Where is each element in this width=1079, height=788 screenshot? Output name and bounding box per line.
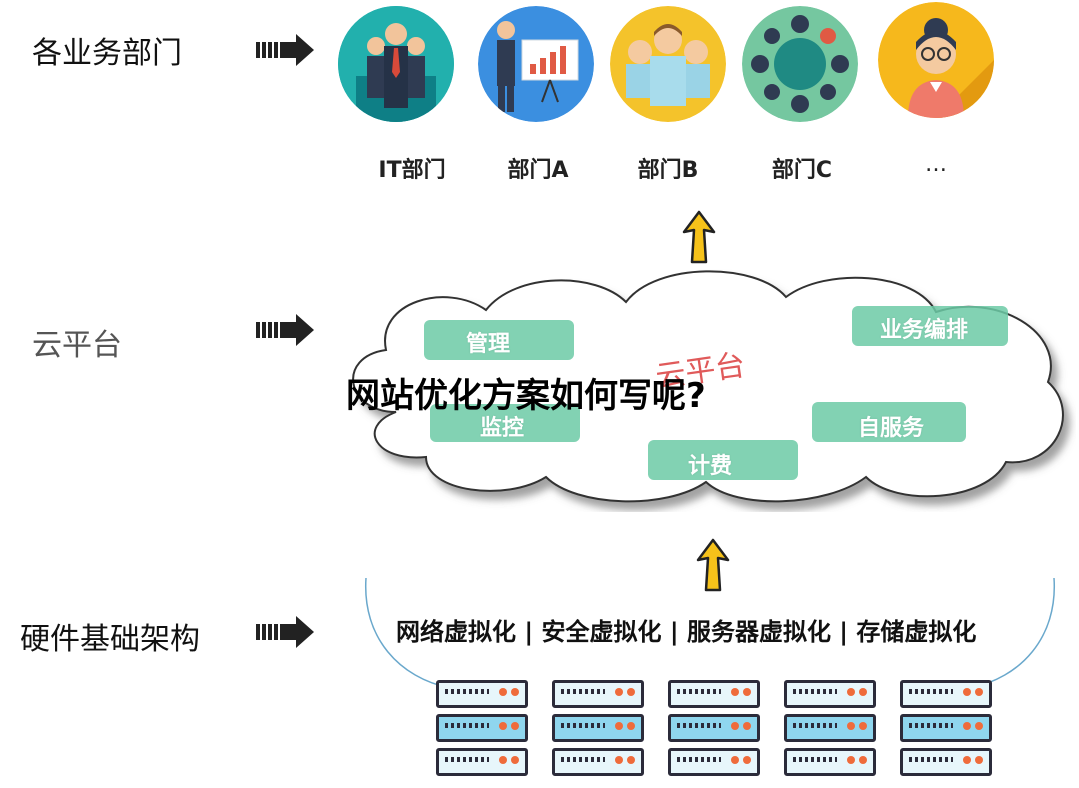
avatar-it-dept [338, 6, 454, 122]
server-rack-icon [668, 680, 760, 782]
cloud-service-monitor: 监控 [480, 416, 525, 441]
dept-label-a: 部门A [507, 158, 569, 183]
tag-highlight-manage [424, 320, 574, 360]
right-arrow-icon [256, 314, 314, 346]
avatar-dept-b [610, 6, 726, 122]
tag-highlight-orchestration [852, 306, 1008, 346]
avatar-other-dept [878, 2, 994, 118]
cloud-service-billing: 计费 [688, 454, 733, 479]
cloud-service-manage: 管理 [466, 332, 511, 357]
overlay-title: 网站优化方案如何写呢? [346, 376, 706, 416]
server-rack-icon [552, 680, 644, 782]
server-rack-icon [900, 680, 992, 782]
row-label-hardware: 硬件基础架构 [20, 622, 200, 657]
row-label-cloud: 云平台 [32, 328, 122, 363]
up-arrow-icon [682, 210, 716, 264]
avatar-dept-c [742, 6, 858, 122]
dept-label-b: 部门B [637, 158, 699, 183]
dept-label-more: … [925, 152, 947, 177]
server-rack-icon [436, 680, 528, 782]
avatar-dept-a [478, 6, 594, 122]
virtualization-layers: 网络虚拟化 | 安全虚拟化 | 服务器虚拟化 | 存储虚拟化 [396, 618, 977, 646]
cloud-service-orchestration: 业务编排 [880, 318, 969, 343]
tag-highlight-monitor [430, 404, 580, 442]
tag-highlight-billing [648, 440, 798, 480]
cloud-service-self-service: 自服务 [858, 416, 925, 441]
row-label-business: 各业务部门 [32, 36, 182, 71]
up-arrow-icon [696, 538, 730, 592]
server-rack-icon [784, 680, 876, 782]
tag-highlight-self-service [812, 402, 966, 442]
right-arrow-icon [256, 34, 314, 66]
right-arrow-icon [256, 616, 314, 648]
dept-label-it: IT部门 [378, 158, 446, 183]
dept-label-c: 部门C [771, 158, 833, 183]
